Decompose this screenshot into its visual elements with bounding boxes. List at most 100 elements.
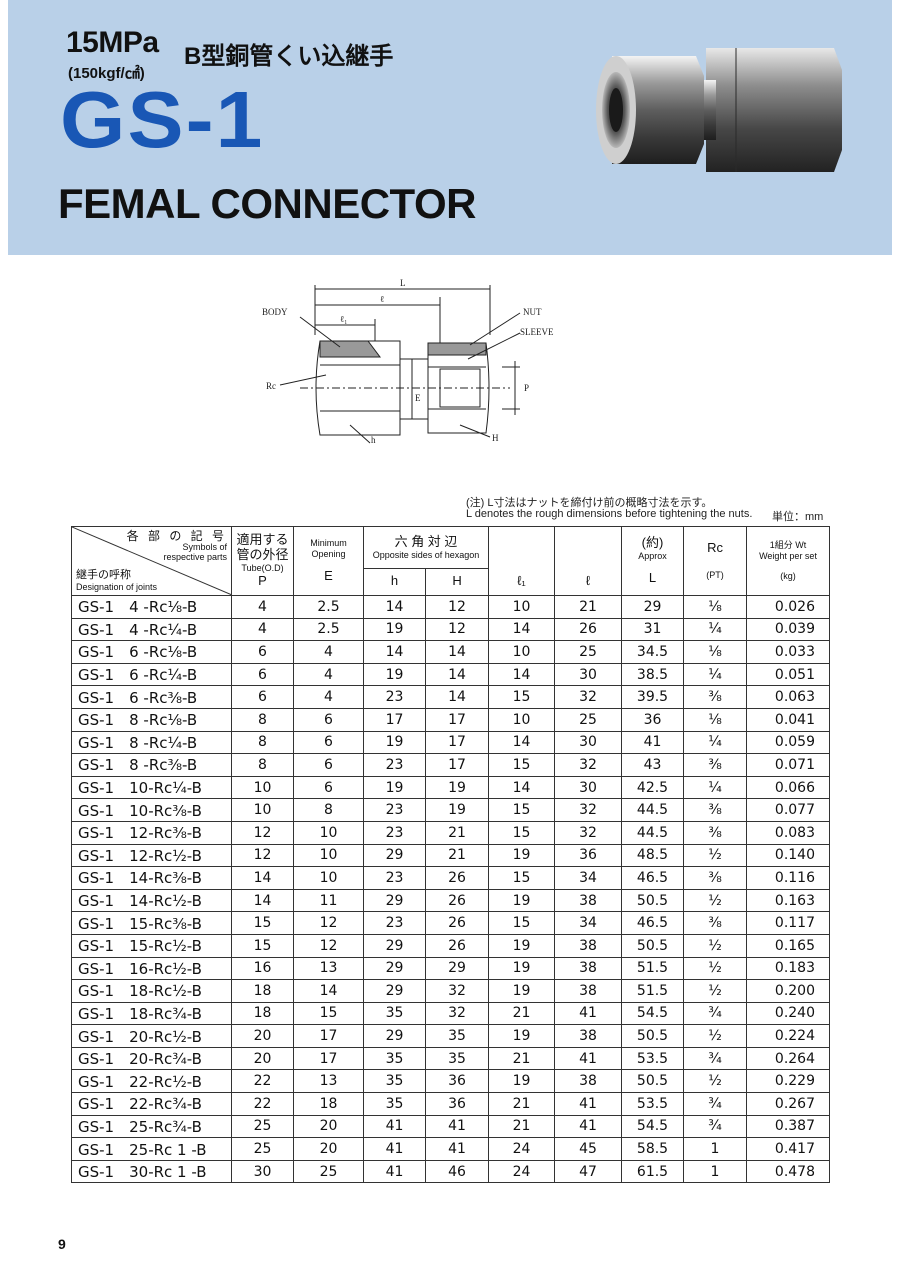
nut-label: NUT — [523, 307, 542, 317]
cell-min-opening: 6 — [293, 753, 364, 777]
cell-designation: GS-1 22-Rc½-B — [71, 1069, 232, 1094]
cell-designation: GS-1 4 -Rc¼-B — [71, 617, 232, 642]
cell-weight: 0.059 — [746, 730, 831, 755]
cell-designation: GS-1 15-Rc½-B — [71, 933, 232, 958]
cell-hex-H: 32 — [424, 979, 490, 1003]
h-small-label: h — [371, 435, 376, 445]
cell-weight: 0.267 — [746, 1092, 831, 1116]
cell-designation: GS-1 30-Rc 1 -B — [71, 1159, 232, 1184]
cell-hex-h: 29 — [363, 956, 426, 981]
tube-jp-1: 適用する — [236, 532, 289, 548]
cell-weight: 0.083 — [746, 820, 831, 845]
cell-weight: 0.165 — [746, 933, 831, 958]
cell-hex-H: 26 — [424, 911, 490, 935]
cell-rc-size: ⅜ — [683, 753, 748, 777]
cell-dim-l: 32 — [554, 685, 623, 709]
cell-min-opening: 18 — [293, 1092, 364, 1116]
cell-tube-od: 12 — [231, 843, 294, 868]
min-en-1: Minimum — [310, 538, 347, 549]
cell-tube-od: 22 — [231, 1092, 294, 1116]
cell-dim-l: 38 — [554, 888, 623, 913]
cell-rc-size: ⅜ — [683, 820, 748, 845]
cell-rc-size: ⅛ — [683, 640, 748, 664]
cell-designation: GS-1 14-Rc½-B — [71, 888, 232, 913]
cell-hex-H: 14 — [424, 662, 490, 687]
title-japanese: B型銅管くい込継手 — [184, 43, 394, 70]
cell-dim-L: 58.5 — [621, 1137, 685, 1161]
cell-tube-od: 8 — [231, 707, 294, 732]
cell-hex-h: 14 — [363, 640, 426, 664]
cell-rc-size: ¾ — [683, 1001, 748, 1026]
cell-hex-h: 35 — [363, 1069, 426, 1094]
cell-weight: 0.478 — [746, 1159, 831, 1184]
cell-dim-L: 46.5 — [621, 911, 685, 935]
cell-min-opening: 6 — [293, 707, 364, 732]
wt-en: Weight per set — [759, 550, 817, 561]
kg-label: (kg) — [780, 571, 796, 582]
cell-hex-H: 17 — [424, 707, 490, 732]
symbols-en-1: Symbols of — [182, 542, 227, 553]
cell-min-opening: 25 — [293, 1159, 364, 1184]
cell-dim-L: 44.5 — [621, 798, 685, 822]
cell-dim-l1: 19 — [488, 1024, 556, 1048]
cell-tube-od: 14 — [231, 866, 294, 890]
cell-dim-L: 41 — [621, 730, 685, 755]
cell-dim-l1: 14 — [488, 775, 556, 800]
cell-rc-size: ⅜ — [683, 911, 748, 935]
cell-rc-size: ⅜ — [683, 866, 748, 890]
cell-dim-L: 36 — [621, 707, 685, 732]
cell-dim-L: 51.5 — [621, 979, 685, 1003]
cell-weight: 0.039 — [746, 617, 831, 642]
cell-dim-L: 31 — [621, 617, 685, 642]
cell-hex-H: 46 — [424, 1159, 490, 1184]
cell-min-opening: 12 — [293, 911, 364, 935]
cell-weight: 0.033 — [746, 640, 831, 664]
cell-hex-H: 14 — [424, 640, 490, 664]
cell-min-opening: 2.5 — [293, 595, 364, 619]
unit-label: 単位：mm — [772, 511, 824, 523]
cell-rc-size: ⅛ — [683, 707, 748, 732]
cell-weight: 0.051 — [746, 662, 831, 687]
cell-hex-H: 35 — [424, 1046, 490, 1071]
col-p: P — [258, 572, 267, 588]
cell-tube-od: 12 — [231, 820, 294, 845]
designation-en: Designation of joints — [76, 581, 158, 592]
cell-tube-od: 6 — [231, 640, 294, 664]
pressure-rating: 15MPa — [66, 26, 159, 59]
cell-dim-L: 50.5 — [621, 933, 685, 958]
cell-weight: 0.077 — [746, 798, 831, 822]
cell-designation: GS-1 25-Rc 1 -B — [71, 1137, 232, 1161]
cell-min-opening: 12 — [293, 933, 364, 958]
cell-dim-L: 51.5 — [621, 956, 685, 981]
cell-dim-l: 38 — [554, 979, 623, 1003]
cell-designation: GS-1 8 -Rc⅛-B — [71, 707, 232, 732]
cell-weight: 0.183 — [746, 956, 831, 981]
cell-designation: GS-1 12-Rc½-B — [71, 843, 232, 868]
cell-tube-od: 15 — [231, 911, 294, 935]
cell-hex-H: 19 — [424, 775, 490, 800]
col-L: (約) Approx L — [621, 526, 685, 596]
cell-weight: 0.117 — [746, 911, 831, 935]
cell-hex-h: 35 — [363, 1046, 426, 1071]
cell-dim-l: 41 — [554, 1046, 623, 1071]
cell-hex-H: 12 — [424, 617, 490, 642]
cell-rc-size: ½ — [683, 888, 748, 913]
cell-designation: GS-1 20-Rc½-B — [71, 1024, 232, 1048]
hex-jp: 六 角 対 辺 — [394, 533, 458, 549]
cell-dim-L: 42.5 — [621, 775, 685, 800]
cell-tube-od: 6 — [231, 685, 294, 709]
cell-min-opening: 8 — [293, 798, 364, 822]
technical-drawing: L ℓ ℓ₁ BODY NUT SLEEVE Rc P E h H — [262, 278, 554, 445]
cell-designation: GS-1 25-Rc¾-B — [71, 1114, 232, 1139]
cell-rc-size: ¼ — [683, 730, 748, 755]
connector-photo — [596, 48, 842, 172]
symbols-jp: 各 部 の 記 号 — [126, 529, 227, 543]
body-label: BODY — [262, 307, 288, 317]
cell-designation: GS-1 18-Rc½-B — [71, 979, 232, 1003]
